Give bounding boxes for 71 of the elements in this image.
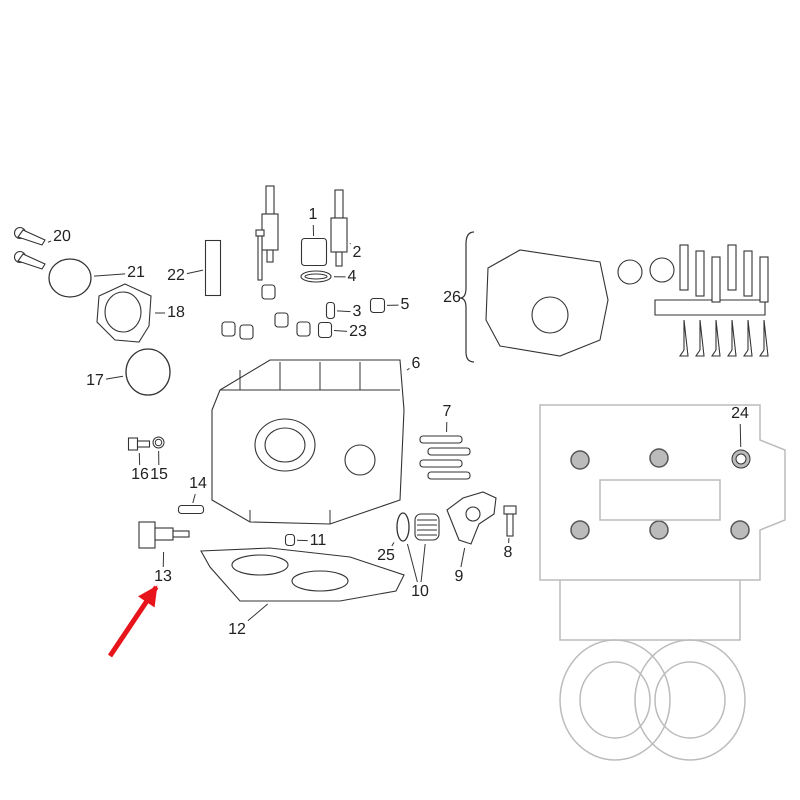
valve-cap-drawing (370, 298, 385, 313)
dowel-pin-drawing (326, 302, 335, 319)
leader-line (446, 422, 448, 432)
callout-number: 3 (352, 304, 362, 320)
leader-line (94, 273, 126, 277)
head-gasket-drawing (200, 547, 405, 602)
leader-line (192, 494, 196, 504)
dowel-pin-drawing (285, 534, 295, 546)
leader-line (247, 604, 268, 622)
callout-number: 11 (310, 533, 326, 549)
leader-line (406, 368, 410, 371)
arrow (108, 585, 158, 658)
leader-line (334, 276, 346, 278)
washer-drawing (152, 436, 165, 449)
stud-drawing (178, 505, 204, 514)
leader-line (48, 240, 52, 243)
nut-drawing (731, 449, 751, 469)
leader-line (740, 424, 742, 448)
leader-line (406, 544, 418, 582)
stud-bolts-drawing (420, 434, 472, 482)
callout-number: 17 (86, 373, 104, 389)
leader-line (334, 330, 348, 332)
callout-number: 1 (308, 207, 318, 223)
bolt-drawing (205, 240, 221, 296)
callout-number: 14 (189, 476, 207, 492)
callout-number: 12 (228, 622, 246, 638)
callout-number: 2 (352, 245, 362, 261)
leader-line (336, 310, 352, 312)
leader-line (158, 450, 160, 466)
leader-line (386, 304, 400, 306)
leader-line (391, 542, 394, 546)
gasket-ring-drawing (396, 512, 410, 542)
callout-number: 9 (454, 569, 464, 585)
callout-number: 26 (443, 290, 461, 306)
callout-number: 20 (53, 229, 71, 245)
hose-clamp-drawing (48, 258, 92, 298)
callout-number: 7 (442, 404, 452, 420)
o-ring-drawing (300, 270, 332, 283)
callout-number: 16 (131, 467, 149, 483)
callout-number: 18 (167, 305, 185, 321)
callout-number: 25 (377, 548, 395, 564)
callout-number: 24 (731, 406, 749, 422)
callout-number: 15 (150, 467, 168, 483)
thermostat-drawing (413, 512, 441, 542)
callout-number: 22 (167, 268, 185, 284)
spark-plug-drawing (330, 190, 348, 266)
bolts-drawing (14, 226, 46, 272)
leader-line (508, 538, 510, 544)
callout-number: 23 (349, 324, 367, 340)
leader-line (105, 376, 124, 380)
callout-number: 21 (127, 265, 145, 281)
leader-line (162, 552, 164, 568)
bolt-drawing (128, 437, 150, 451)
leader-line (312, 224, 314, 236)
leader-line (138, 452, 140, 466)
leader-line (154, 312, 166, 314)
callout-number: 6 (412, 356, 420, 372)
leader-line (296, 540, 308, 542)
callout-number: 13 (154, 569, 172, 585)
intake-manifold-drawing (95, 282, 153, 344)
callout-number: 5 (400, 297, 410, 313)
filler-plug-drawing (301, 238, 327, 266)
callout-number: 10 (411, 584, 429, 600)
leader-line (186, 270, 204, 274)
valve-cap-drawing (318, 322, 332, 338)
temperature-sensor-drawing (138, 520, 190, 550)
callout-number: 4 (348, 269, 356, 285)
callout-number: 8 (504, 545, 512, 561)
o-ring-drawing (125, 348, 171, 396)
leader-line (460, 548, 466, 568)
leader-line (420, 544, 426, 582)
